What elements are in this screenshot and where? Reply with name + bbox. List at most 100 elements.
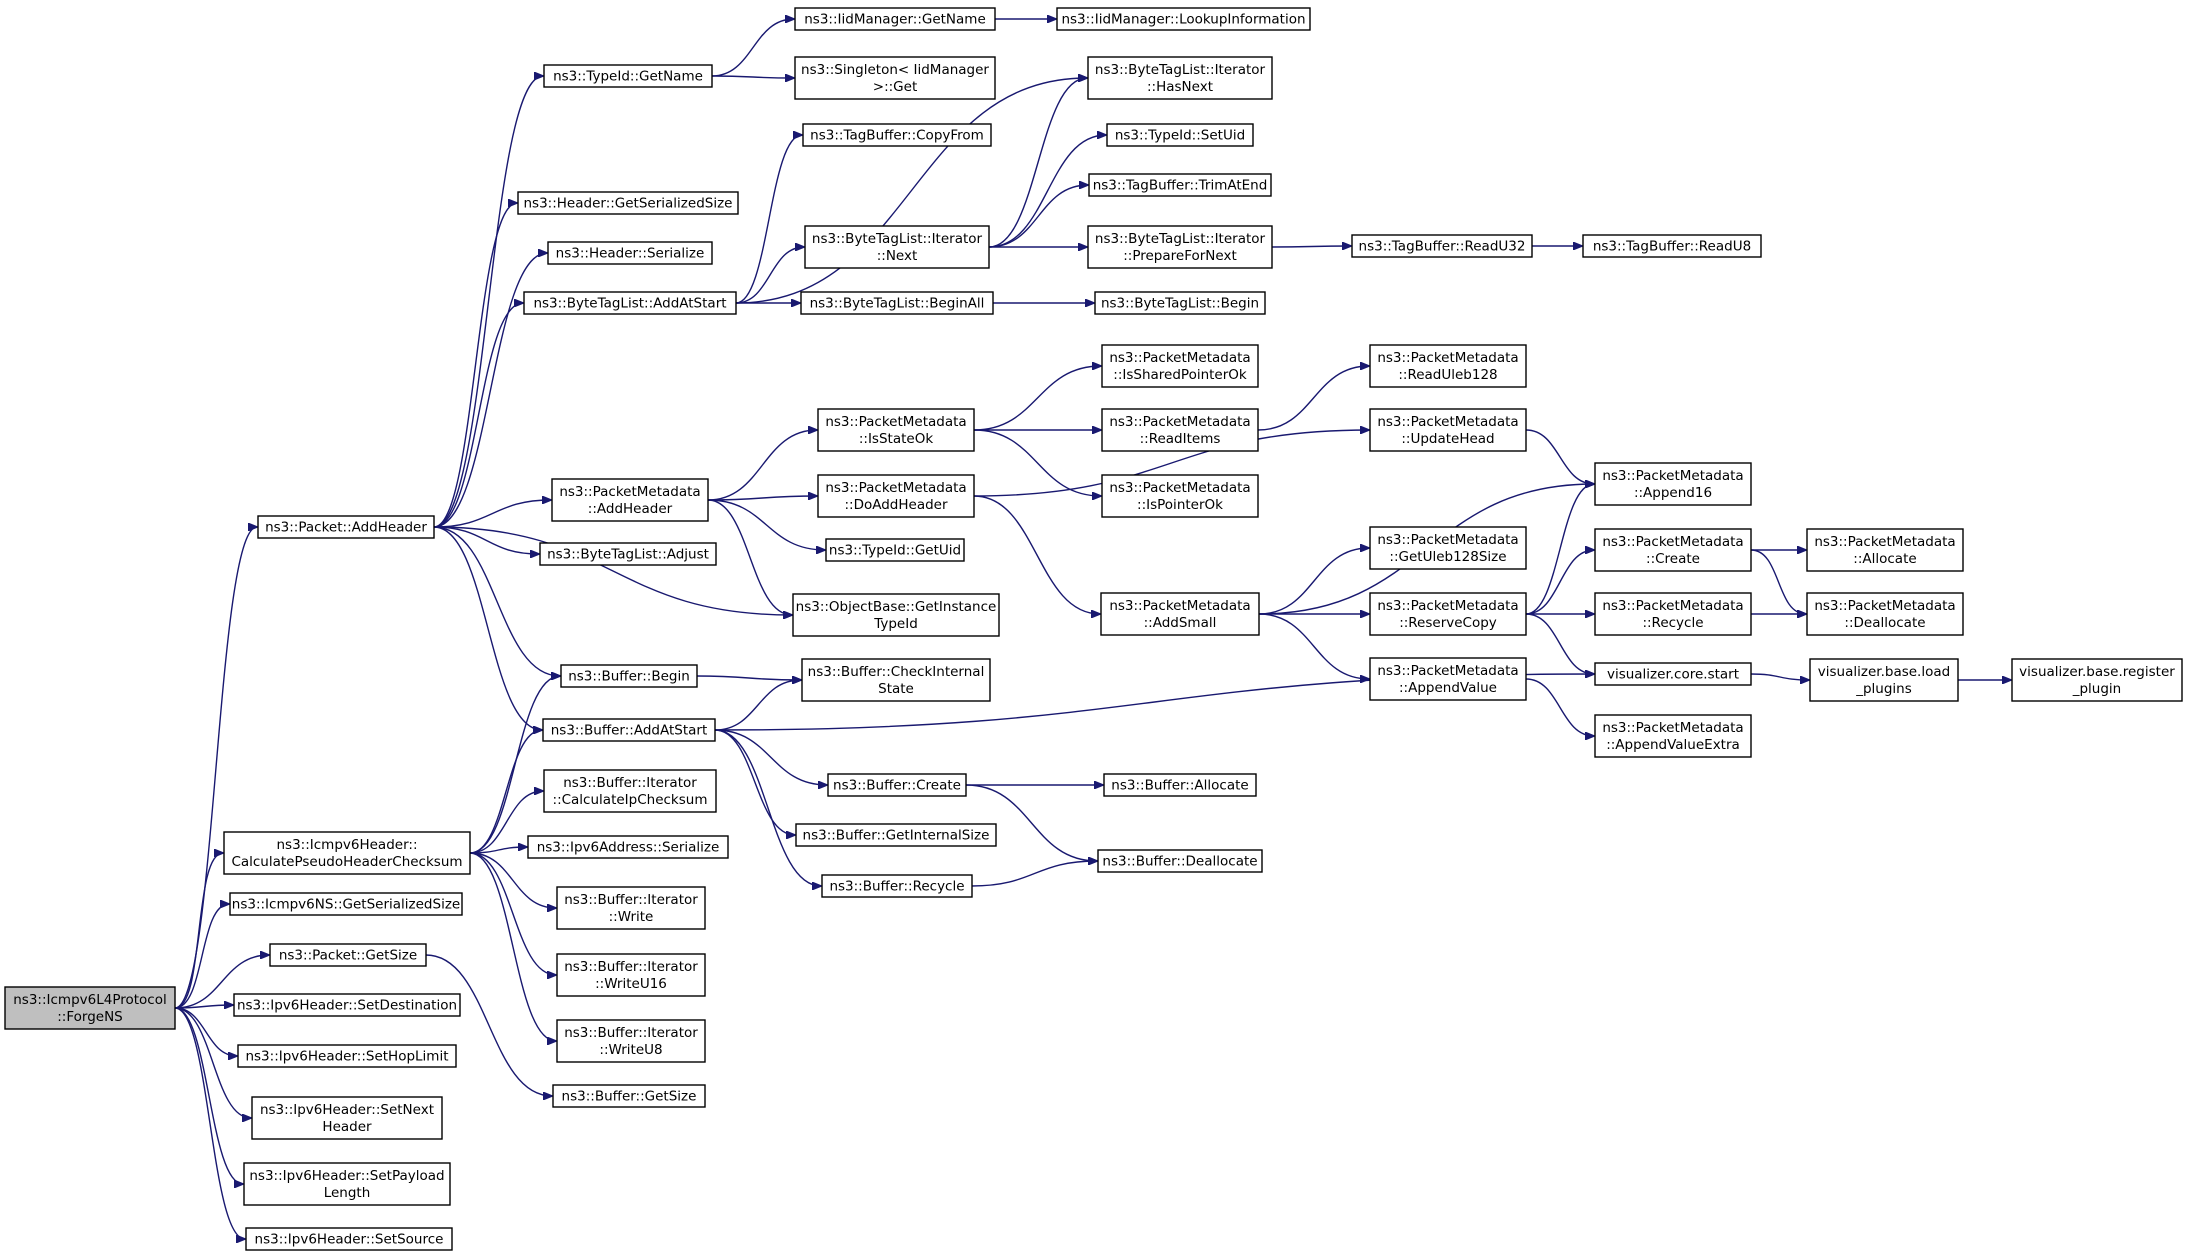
node-ns3-packetmetadata-doaddheader[interactable]: ns3::PacketMetadata::DoAddHeader [817,474,975,518]
node-ns3-buffer-iterator-writeu16[interactable]: ns3::Buffer::Iterator::WriteU16 [556,953,706,997]
edge-n27-to-n39 [988,135,1106,248]
node-label: ns3::PacketMetadata [1109,598,1250,614]
node-box [527,835,729,859]
edge-n0-to-n8 [174,1007,243,1184]
node-ns3-packetmetadata-create[interactable]: ns3::PacketMetadata::Create [1594,528,1752,572]
node-ns3-buffer-create[interactable]: ns3::Buffer::Create [827,773,967,797]
node-ns3-packetmetadata-issharedpointerok[interactable]: ns3::PacketMetadata::IsSharedPointerOk [1101,344,1259,388]
node-ns3-packetmetadata-allocate[interactable]: ns3::PacketMetadata::Allocate [1806,528,1964,572]
node-ns3-tagbuffer-readu8[interactable]: ns3::TagBuffer::ReadU8 [1582,234,1762,258]
node-visualizer-base-register-plugin[interactable]: visualizer.base.register_plugin [2011,658,2183,702]
edge-n0-to-n1 [174,527,257,1009]
node-box [1097,849,1263,873]
node-ns3-bytetaglist-beginall[interactable]: ns3::ByteTagList::BeginAll [800,291,994,315]
node-ns3-packetmetadata-appendvalueextra[interactable]: ns3::PacketMetadata::AppendValueExtra [1594,714,1752,758]
node-label: ::Recycle [1642,615,1703,631]
node-ns3-buffer-iterator-calculateipchecksum[interactable]: ns3::Buffer::Iterator::CalculateIpChecks… [543,769,717,813]
node-ns3-ipv6header-setdestination[interactable]: ns3::Ipv6Header::SetDestination [233,993,461,1017]
node-ns3-packet-addheader[interactable]: ns3::Packet::AddHeader [257,515,435,539]
node-box [560,664,698,688]
node-ns3-packetmetadata-updatehead[interactable]: ns3::PacketMetadata::UpdateHead [1369,408,1527,452]
node-ns3-bytetaglist-addatstart[interactable]: ns3::ByteTagList::AddAtStart [523,291,737,315]
node-ns3-bytetaglist-iterator-hasnext[interactable]: ns3::ByteTagList::Iterator::HasNext [1087,56,1273,100]
node-ns3-buffer-getsize[interactable]: ns3::Buffer::GetSize [552,1084,706,1108]
node-ns3-buffer-begin[interactable]: ns3::Buffer::Begin [560,664,698,688]
node-box [4,986,176,1030]
node-ns3-packetmetadata-appendvalue[interactable]: ns3::PacketMetadata::AppendValue [1369,657,1527,701]
node-ns3-iidmanager-getname[interactable]: ns3::IidManager::GetName [794,7,996,31]
edge-n53-to-n56 [1525,484,1594,615]
node-ns3-header-serialize[interactable]: ns3::Header::Serialize [547,241,713,265]
node-label: ns3::Icmpv6L4Protocol [13,992,167,1008]
node-box [817,408,975,452]
node-box [243,1162,451,1206]
node-box [1369,344,1527,388]
node-ns3-icmpv6ns-getserializedsize[interactable]: ns3::Icmpv6NS::GetSerializedSize [229,892,463,916]
edge-n53-to-n57 [1525,550,1594,615]
node-ns3-packetmetadata-append16[interactable]: ns3::PacketMetadata::Append16 [1594,462,1752,506]
node-box [543,769,717,813]
node-ns3-packetmetadata-addsmall[interactable]: ns3::PacketMetadata::AddSmall [1100,592,1260,636]
node-ns3-buffer-allocate[interactable]: ns3::Buffer::Allocate [1103,773,1257,797]
node-label: ::AppendValueExtra [1606,737,1740,753]
node-ns3-packetmetadata-reservecopy[interactable]: ns3::PacketMetadata::ReserveCopy [1369,592,1527,636]
node-ns3-typeid-setuid[interactable]: ns3::TypeId::SetUid [1106,123,1254,147]
node-label: ns3::Buffer::Iterator [564,892,698,908]
node-ns3-ipv6header-setsource[interactable]: ns3::Ipv6Header::SetSource [245,1227,453,1251]
node-ns3-bytetaglist-adjust[interactable]: ns3::ByteTagList::Adjust [539,542,717,566]
node-ns3-tagbuffer-copyfrom[interactable]: ns3::TagBuffer::CopyFrom [802,123,992,147]
node-ns3-buffer-deallocate[interactable]: ns3::Buffer::Deallocate [1097,849,1263,873]
node-ns3-buffer-recycle[interactable]: ns3::Buffer::Recycle [821,874,973,898]
node-label: ::Allocate [1853,551,1916,567]
node-label: ns3::Icmpv6NS::GetSerializedSize [232,897,460,913]
node-ns3-packetmetadata-ispointerok[interactable]: ns3::PacketMetadata::IsPointerOk [1101,474,1259,518]
node-label: ::GetUleb128Size [1389,549,1506,565]
node-visualizer-core-start[interactable]: visualizer.core.start [1594,662,1752,686]
node-ns3-ipv6header-sethoplimit[interactable]: ns3::Ipv6Header::SetHopLimit [237,1044,457,1068]
node-ns3-packetmetadata-deallocate[interactable]: ns3::PacketMetadata::Deallocate [1806,592,1964,636]
node-ns3-bytetaglist-iterator-next[interactable]: ns3::ByteTagList::Iterator::Next [804,225,990,269]
node-visualizer-base-load-plugins[interactable]: visualizer.base.load_plugins [1809,658,1959,702]
node-label: >::Get [873,79,917,95]
node-ns3-tagbuffer-trimatend[interactable]: ns3::TagBuffer::TrimAtEnd [1088,173,1272,197]
node-ns3-ipv6address-serialize[interactable]: ns3::Ipv6Address::Serialize [527,835,729,859]
node-box [543,64,713,88]
edge-n27-to-n38 [988,78,1087,248]
node-label: ns3::PacketMetadata [1377,414,1518,430]
node-ns3-buffer-addatstart[interactable]: ns3::Buffer::AddAtStart [542,718,716,742]
node-ns3-packet-getsize[interactable]: ns3::Packet::GetSize [269,943,427,967]
node-box [1806,592,1964,636]
node-ns3-packetmetadata-readuleb128[interactable]: ns3::PacketMetadata::ReadUleb128 [1369,344,1527,388]
node-ns3-buffer-iterator-write[interactable]: ns3::Buffer::Iterator::Write [556,886,706,930]
node-ns3-bytetaglist-iterator-preparefornext[interactable]: ns3::ByteTagList::Iterator::PrepareForNe… [1087,225,1273,269]
node-box [794,56,996,100]
node-ns3-packetmetadata-addheader[interactable]: ns3::PacketMetadata::AddHeader [551,478,709,522]
node-ns3-buffer-getinternalsize[interactable]: ns3::Buffer::GetInternalSize [795,823,997,847]
node-ns3-typeid-getname[interactable]: ns3::TypeId::GetName [543,64,713,88]
node-ns3-packetmetadata-readitems[interactable]: ns3::PacketMetadata::ReadItems [1101,408,1259,452]
node-label: ns3::TypeId::GetUid [829,543,961,559]
edge-n14-to-n29 [707,430,817,501]
node-ns3-packetmetadata-recycle[interactable]: ns3::PacketMetadata::Recycle [1594,592,1752,636]
node-label: ::IsSharedPointerOk [1113,367,1247,383]
edge-n36-to-n48 [971,861,1097,887]
node-ns3-bytetaglist-begin[interactable]: ns3::ByteTagList::Begin [1094,291,1266,315]
node-ns3-tagbuffer-readu32[interactable]: ns3::TagBuffer::ReadU32 [1351,234,1533,258]
node-ns3-packetmetadata-getuleb128size[interactable]: ns3::PacketMetadata::GetUleb128Size [1369,526,1527,570]
node-ns3-typeid-getuid[interactable]: ns3::TypeId::GetUid [825,538,965,562]
node-ns3-iidmanager-lookupinformation[interactable]: ns3::IidManager::LookupInformation [1056,7,1311,31]
node-ns3-header-getserializedsize[interactable]: ns3::Header::GetSerializedSize [517,191,739,215]
node-ns3-packetmetadata-isstateok[interactable]: ns3::PacketMetadata::IsStateOk [817,408,975,452]
node-ns3-buffer-iterator-writeu8[interactable]: ns3::Buffer::Iterator::WriteU8 [556,1019,706,1063]
edge-n57-to-n62 [1750,549,1806,614]
edge-n17-to-n35 [714,729,795,835]
node-ns3-singleton-iidmanager-get[interactable]: ns3::Singleton< IidManager>::Get [794,56,996,100]
node-label: TypeId [873,616,918,632]
node-ns3-icmpv6header-calculatepseudoheaderchecksum[interactable]: ns3::Icmpv6Header::CalculatePseudoHeader… [223,831,471,875]
edge-n0-to-n7 [174,1007,251,1118]
node-ns3-icmpv6l4protocol-forgens[interactable]: ns3::Icmpv6L4Protocol::ForgeNS [4,986,176,1030]
